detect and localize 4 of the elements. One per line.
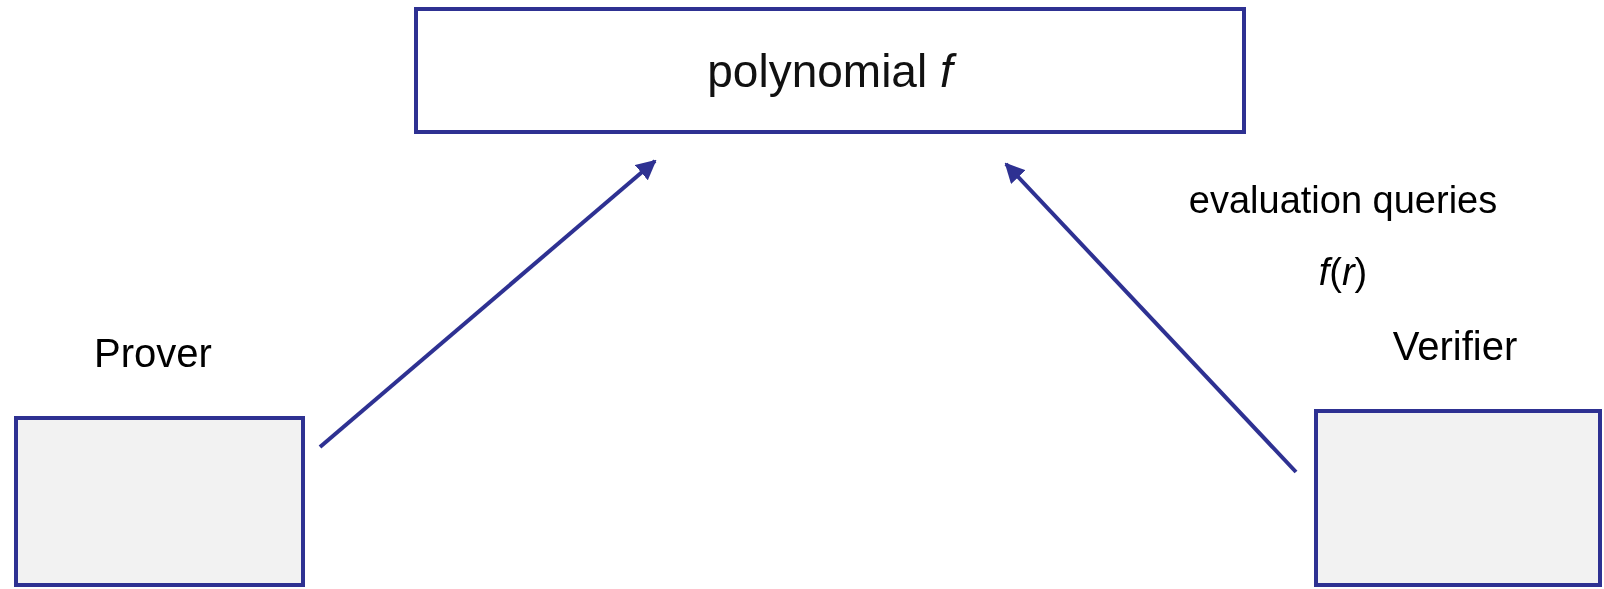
party-label: Verifier [1392, 324, 1518, 369]
arrow [1004, 162, 1298, 474]
arrow [318, 159, 657, 449]
party-label: Prover [94, 331, 212, 376]
